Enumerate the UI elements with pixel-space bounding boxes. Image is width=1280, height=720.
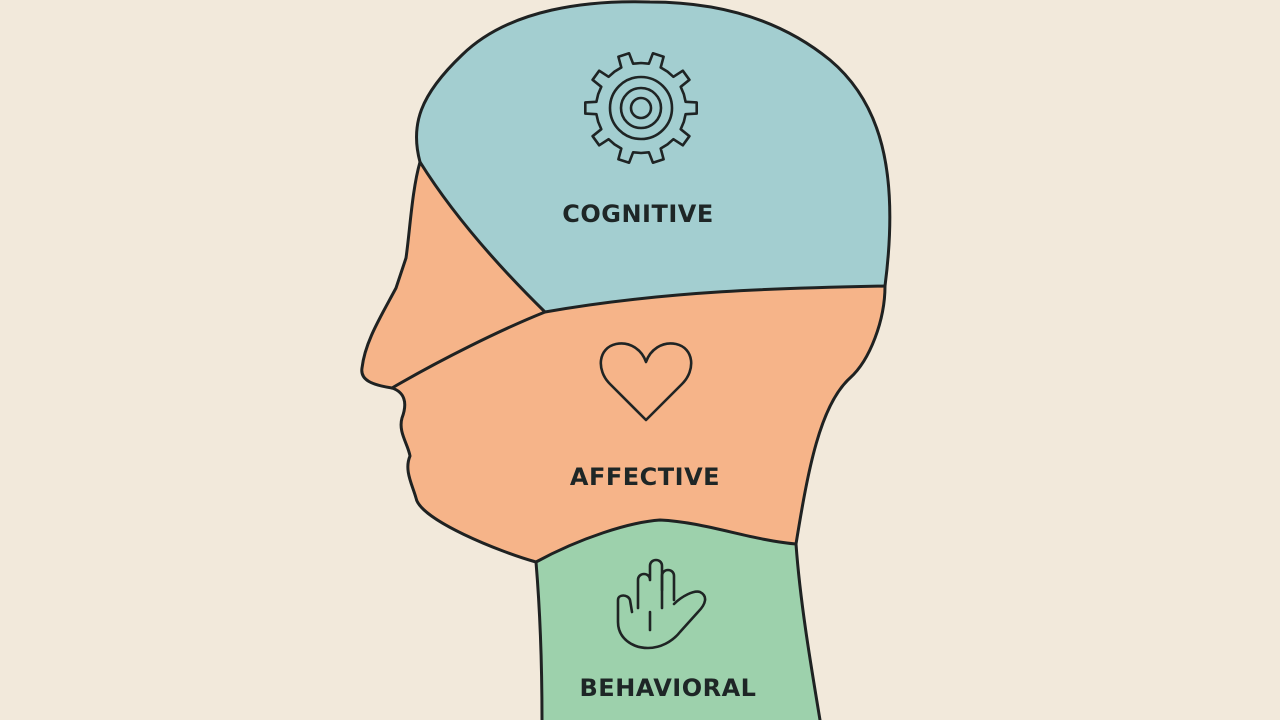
gear-ring-1 <box>608 75 674 141</box>
cognitive-region <box>416 1 890 313</box>
behavioral-region <box>536 520 820 720</box>
behavioral-label: BEHAVIORAL <box>580 674 757 702</box>
affective-region <box>361 162 886 562</box>
cognitive-divider-line <box>418 160 887 314</box>
head-outline <box>360 0 892 720</box>
affective-label: AFFECTIVE <box>570 463 720 491</box>
cognitive-label: COGNITIVE <box>562 200 714 228</box>
heart-icon <box>599 342 693 422</box>
gear-ring-3 <box>629 96 653 120</box>
gear-icon <box>583 51 699 165</box>
gear-teeth <box>583 51 699 165</box>
nose-divider-line <box>390 310 547 390</box>
gear-ring-2 <box>619 86 663 130</box>
hand-icon <box>616 558 707 650</box>
jaw-divider-line <box>534 518 798 564</box>
